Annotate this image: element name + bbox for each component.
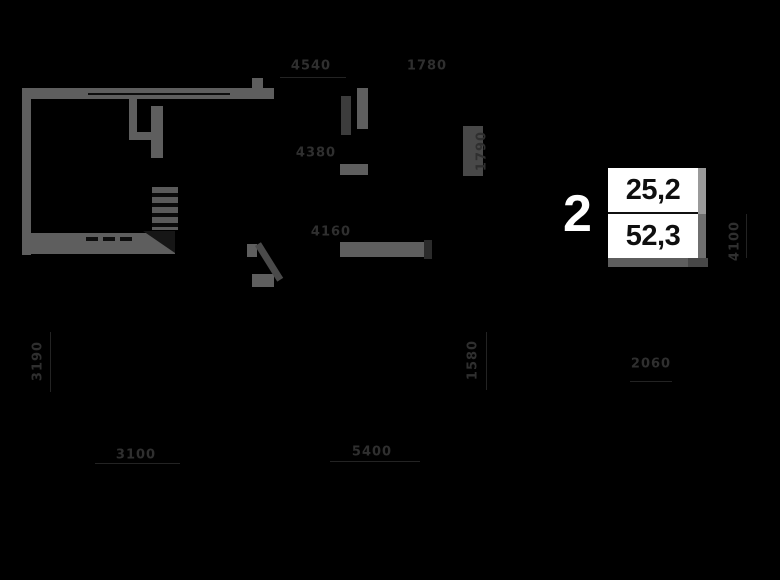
wall-partition-a: [129, 99, 137, 140]
dimension-label-mid-upper-vertical: 1790: [474, 130, 490, 172]
wall-badge-right-upper: [697, 168, 706, 214]
door-bath-leaf: [341, 96, 351, 135]
wall-partition-a-jog: [129, 132, 153, 140]
dimension-label-bottom-mid: 5400: [351, 444, 393, 460]
dimension-label-bottom-left: 3100: [115, 447, 157, 463]
wall-entry-jamb-bottom: [252, 274, 274, 287]
dim-line-left-vertical: [50, 332, 51, 392]
wall-entry-jamb-top: [247, 244, 257, 257]
wall-bath-right: [463, 126, 483, 176]
dimension-label-left-vertical: 3190: [30, 340, 46, 382]
dim-line-right-vertical: [746, 214, 747, 258]
wall-top-stub: [252, 78, 263, 99]
dim-line-bottom-left: [95, 463, 180, 464]
window-dash-2: [103, 237, 115, 241]
dim-line-bottom-right: [630, 381, 672, 382]
dimension-label-hall: 4380: [295, 145, 337, 161]
dim-line-top-left: [280, 77, 346, 78]
unit-area-box: 25,2 52,3: [608, 168, 698, 258]
wall-bath-corner: [340, 164, 368, 175]
stairs-icon: [152, 187, 178, 230]
wall-corridor-cap: [424, 240, 432, 259]
dim-line-bottom-mid: [330, 461, 420, 462]
dimension-label-corridor: 4160: [310, 224, 352, 240]
unit-rooms-count: 2: [563, 185, 592, 243]
wall-badge-bottom: [608, 258, 708, 267]
wall-badge-bottom-cap: [688, 258, 708, 267]
wall-bottom-left: [22, 233, 175, 254]
window-dash-1: [86, 237, 98, 241]
wall-bath-left: [357, 88, 368, 129]
window-line-top: [88, 93, 230, 95]
dimension-label-right-vertical: 4100: [727, 220, 743, 262]
wall-left: [22, 88, 31, 255]
unit-area-lower: 52,3: [608, 212, 698, 258]
unit-area-upper: 25,2: [625, 173, 681, 206]
wall-badge-right-lower: [697, 214, 706, 260]
dimension-label-mid-lower-vertical: 1580: [465, 339, 481, 381]
dimension-label-bottom-right: 2060: [630, 356, 672, 372]
wall-corridor-bottom: [340, 242, 426, 257]
wall-partition-b: [151, 106, 163, 158]
window-dash-3: [120, 237, 132, 241]
dimension-label-top-right: 1780: [406, 58, 448, 74]
dim-line-mid-vertical: [486, 332, 487, 390]
unit-badge[interactable]: 2 25,2 52,3: [560, 164, 710, 264]
dimension-label-top-left: 4540: [290, 58, 332, 74]
